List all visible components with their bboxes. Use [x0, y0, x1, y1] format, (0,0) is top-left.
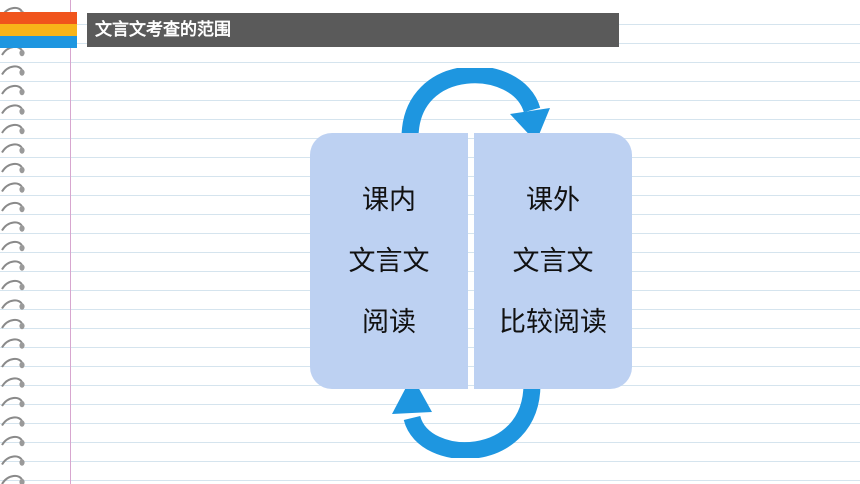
notebook-ring [1, 474, 23, 484]
in-class-panel: 课内 文言文 阅读 [310, 133, 468, 389]
cycle-diagram: 课内 文言文 阅读 课外 文言文 比较阅读 [300, 68, 640, 458]
notebook-ring [1, 240, 23, 251]
notebook-ring-hole [19, 478, 25, 484]
notebook-ring-hole [19, 127, 25, 135]
notebook-ring [1, 221, 23, 232]
cycle-arrows [392, 68, 550, 458]
notebook-ring-hole [19, 439, 25, 447]
notebook-ring [1, 377, 23, 388]
notebook-ring-hole [19, 147, 25, 154]
notebook-ring [1, 260, 23, 271]
notebook-ring [1, 65, 23, 76]
notebook-ring [1, 299, 23, 310]
notebook-ring-hole [19, 342, 25, 349]
notebook-ring-hole [19, 108, 25, 115]
notebook-ring [1, 84, 23, 95]
notebook-ring [1, 279, 23, 290]
in-class-line-2: 文言文 [348, 245, 430, 277]
notebook-ring-hole [19, 400, 25, 408]
accent-stripe-orange [0, 12, 77, 24]
notebook-ring [1, 143, 23, 154]
notebook-ring-hole [19, 322, 25, 330]
notebook-ring [1, 435, 23, 446]
notebook-ring-hole [19, 166, 25, 174]
notebook-ring [1, 338, 23, 349]
notebook-ring-hole [19, 186, 25, 193]
in-class-line-3: 阅读 [362, 306, 416, 338]
accent-stripe-blue [0, 36, 77, 48]
notebook-ring-hole [19, 88, 25, 96]
notebook-ring [1, 182, 23, 193]
notebook-ring [1, 45, 23, 56]
notebook-ring-hole [19, 420, 25, 427]
notebook-ring [1, 201, 23, 212]
notebook-ring-hole [19, 264, 25, 271]
notebook-ring-hole [19, 381, 25, 388]
notebook-ring-hole [19, 459, 25, 466]
notebook-ring-icon [1, 6, 25, 484]
cycle-arrow-top-icon [401, 68, 550, 142]
extracurricular-line-2: 文言文 [512, 245, 594, 277]
cycle-arrow-bottom-icon [392, 376, 541, 458]
notebook-ring-hole [19, 69, 25, 76]
notebook-ring-hole [19, 244, 25, 252]
notebook-ring [1, 455, 23, 466]
notebook-ring [1, 104, 23, 115]
extracurricular-line-1: 课外 [526, 184, 580, 216]
accent-stripe-yellow [0, 24, 77, 36]
notebook-rings [1, 6, 25, 484]
notebook-ring-hole [19, 361, 25, 369]
page-title: 文言文考查的范围 [87, 13, 619, 47]
notebook-ring-hole [19, 303, 25, 310]
notebook-margin-line [70, 0, 71, 484]
notebook-ring-hole [19, 49, 25, 57]
notebook-ring-hole [19, 205, 25, 213]
title-accent-stripes [0, 12, 77, 48]
extracurricular-line-3: 比较阅读 [499, 306, 607, 338]
notebook-ring [1, 318, 23, 329]
notebook-ring-hole [19, 225, 25, 232]
in-class-line-1: 课内 [362, 184, 416, 216]
notebook-ring [1, 396, 23, 407]
extracurricular-panel: 课外 文言文 比较阅读 [474, 133, 632, 389]
notebook-ring-hole [19, 283, 25, 291]
notebook-ring [1, 357, 23, 368]
notebook-ring [1, 162, 23, 173]
notebook-ring [1, 416, 23, 427]
notebook-ring [1, 123, 23, 134]
